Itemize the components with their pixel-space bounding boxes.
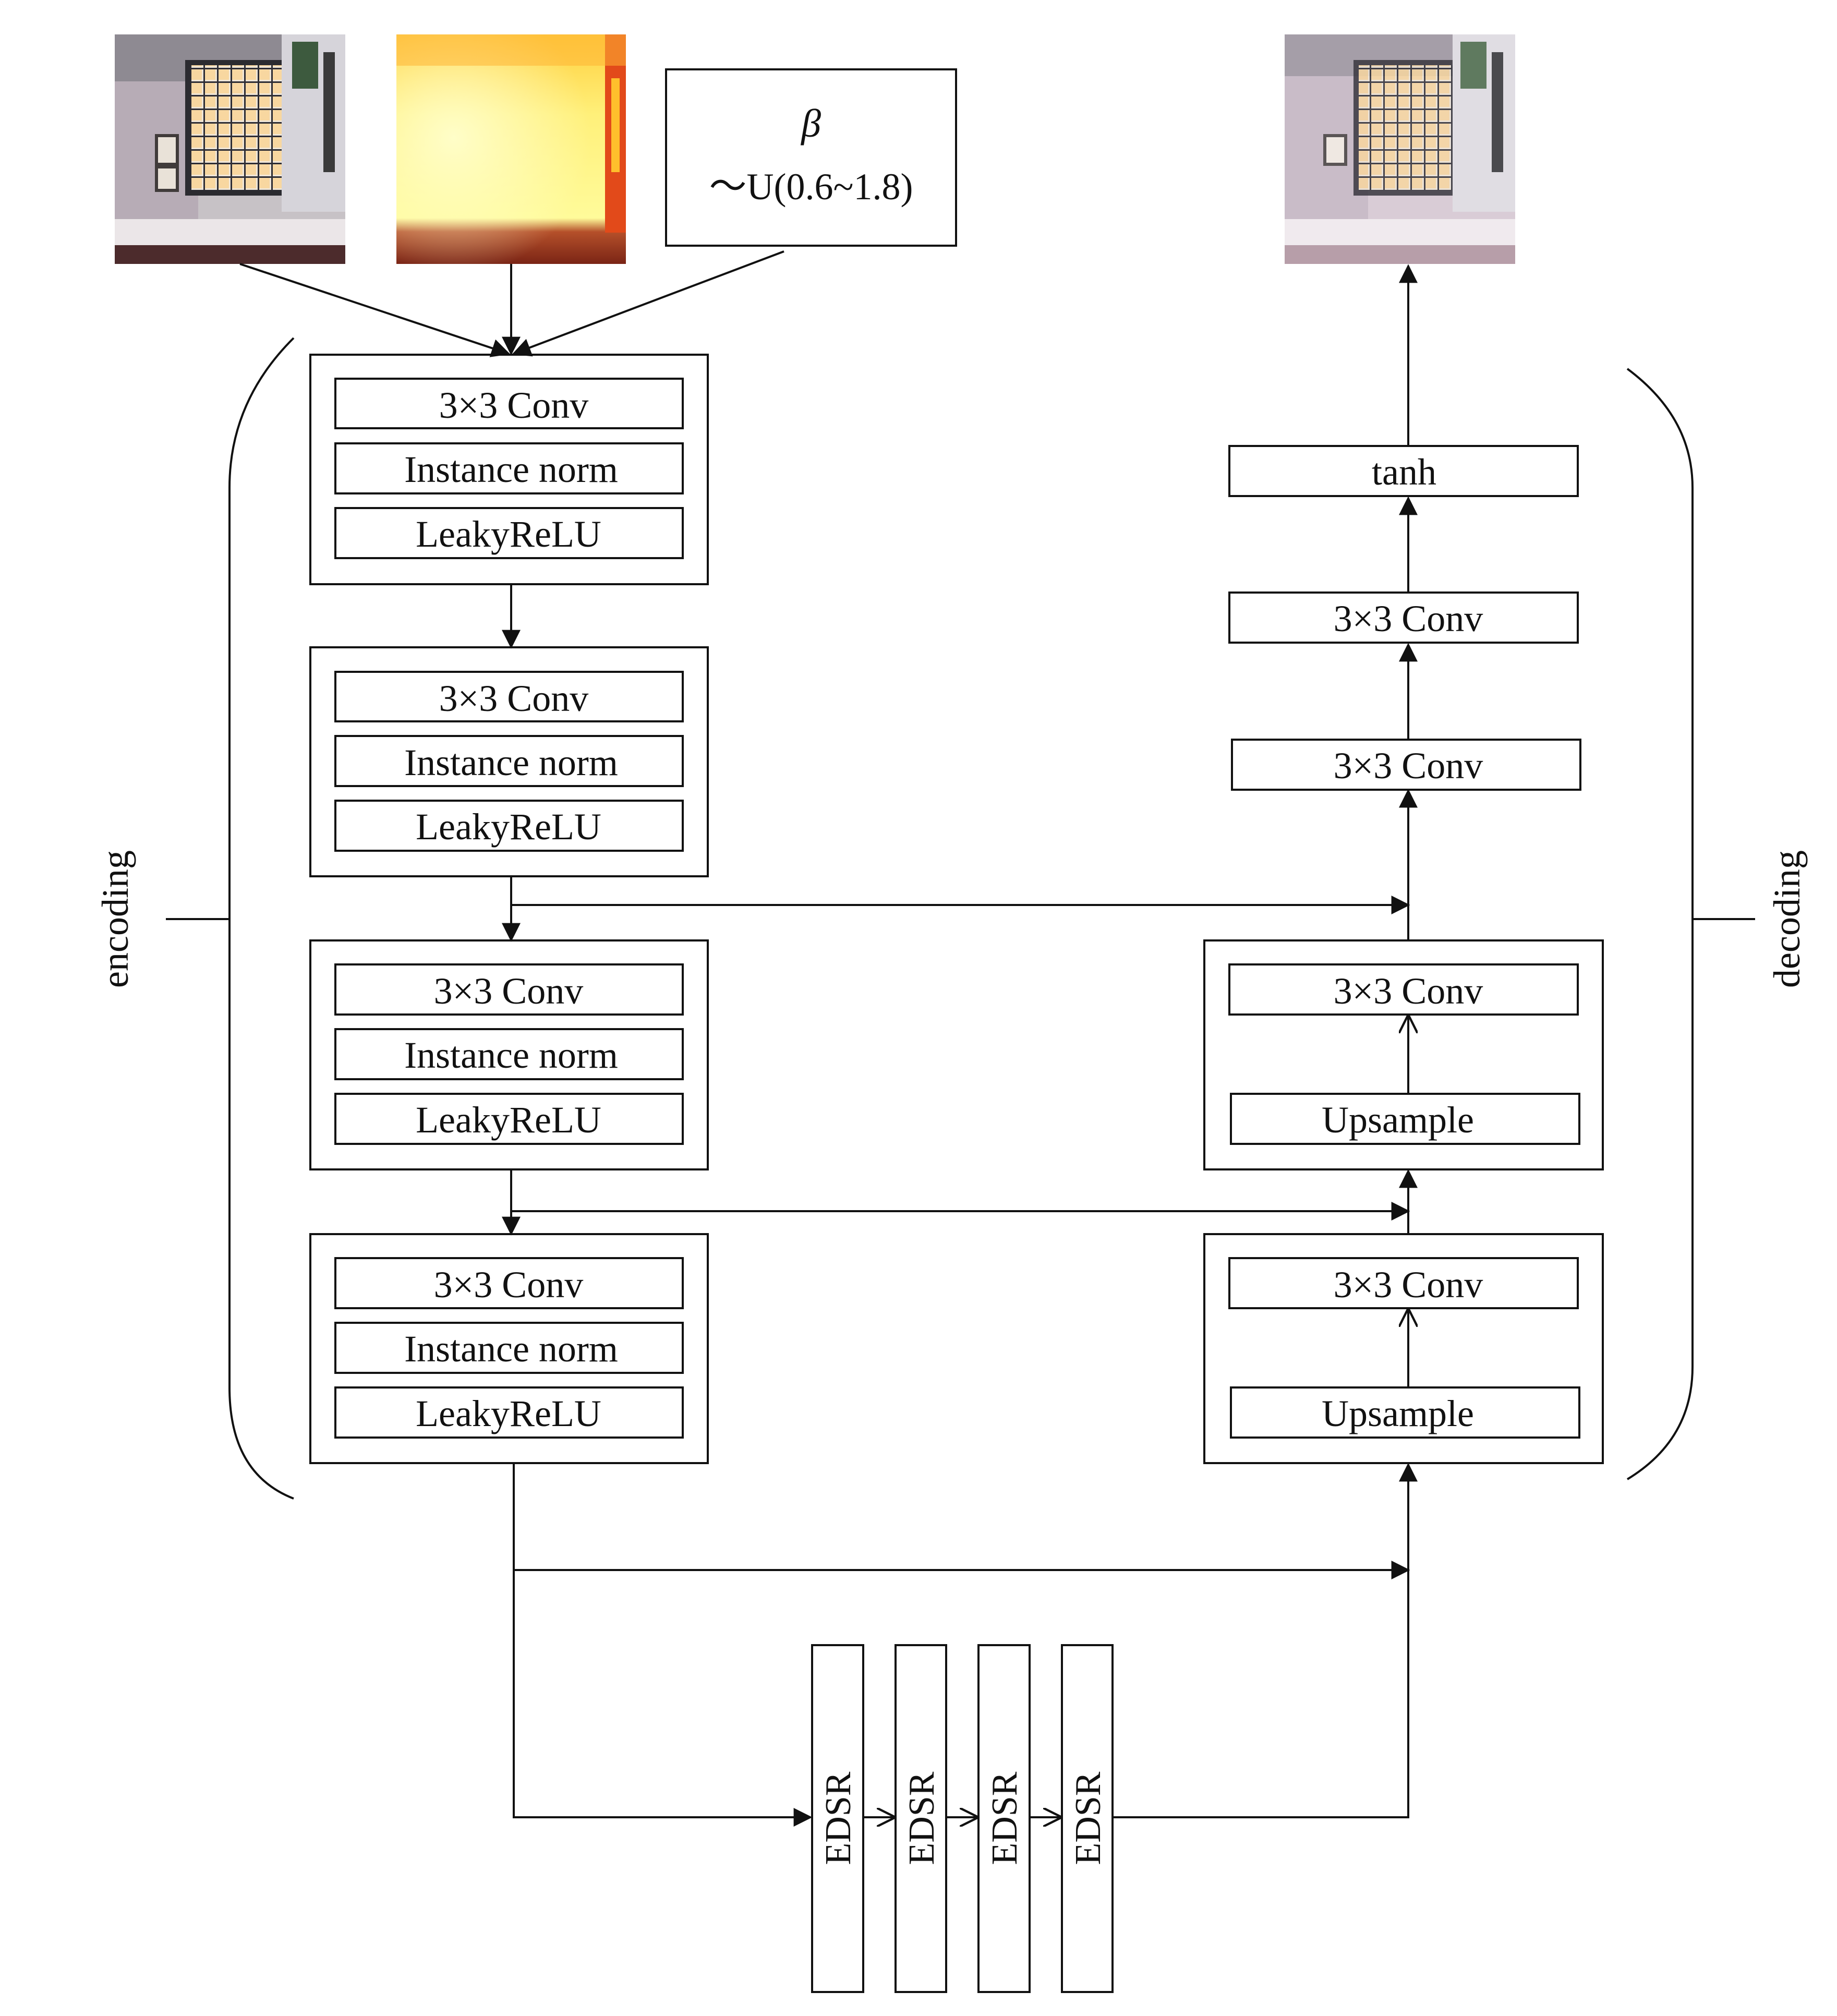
input-photo-icon [115, 34, 345, 264]
encoder-block-1-act: LeakyReLU [416, 513, 601, 555]
decoder-up-block-1-upsample: Upsample [1322, 1393, 1474, 1434]
encoder-block-4: 3×3 Conv Instance norm LeakyReLU [309, 1233, 709, 1464]
edsr-label-1: EDSR [818, 1771, 859, 1865]
encoding-label: encoding [94, 850, 136, 988]
input-connectors [239, 250, 784, 357]
encoding-brace [228, 337, 295, 1500]
edsr-label-4: EDSR [1068, 1771, 1108, 1865]
edsr-label-2: EDSR [902, 1771, 942, 1865]
encoder-block-2-act: LeakyReLU [416, 806, 601, 848]
encoder-block-2-norm: Instance norm [404, 742, 618, 783]
encoder-block-4-act: LeakyReLU [416, 1393, 601, 1434]
edsr-block-2: EDSR [895, 1644, 947, 1993]
decoder-up-block-1: 3×3 Conv Upsample [1203, 1233, 1604, 1464]
decoder-up-block-2: 3×3 Conv Upsample [1203, 939, 1604, 1170]
output-photo-icon [1285, 34, 1515, 264]
decoder-conv-2-label: 3×3 Conv [1334, 745, 1483, 787]
skip-connections [511, 896, 1410, 1579]
encoder-block-1: 3×3 Conv Instance norm LeakyReLU [309, 354, 709, 585]
decoding-brace [1626, 368, 1694, 1480]
decoder-up-block-1-conv: 3×3 Conv [1334, 1264, 1483, 1306]
bottleneck-input-arrow [513, 1570, 813, 1827]
decoder-conv-1-label: 3×3 Conv [1334, 598, 1483, 639]
edsr-block-4: EDSR [1061, 1644, 1114, 1993]
encoder: encoding 3×3 Conv Instance norm LeakyReL… [94, 337, 709, 1500]
edsr-block-1: EDSR [811, 1644, 864, 1993]
encoder-block-3-act: LeakyReLU [416, 1099, 601, 1141]
depth-map-icon [396, 34, 626, 264]
edsr-block-3: EDSR [977, 1644, 1031, 1993]
beta-symbol: β [800, 102, 821, 146]
beta-parameter-box: β ～U(0.6~1.8) [665, 68, 957, 247]
tanh-layer: tanh [1228, 445, 1579, 497]
encoder-block-1-conv: 3×3 Conv [439, 384, 589, 426]
edsr-label-3: EDSR [985, 1771, 1025, 1865]
decoder: decoding 3×3 Conv Upsample 3×3 Conv Upsa… [1203, 264, 1808, 1480]
encoder-block-2-conv: 3×3 Conv [439, 678, 589, 719]
encoder-block-4-conv: 3×3 Conv [434, 1264, 584, 1306]
decoder-conv-2: 3×3 Conv [1231, 739, 1581, 791]
encoder-block-4-norm: Instance norm [404, 1328, 618, 1370]
encoder-block-2: 3×3 Conv Instance norm LeakyReLU [309, 646, 709, 877]
encoder-block-3-conv: 3×3 Conv [434, 970, 584, 1012]
encoder-block-1-norm: Instance norm [404, 449, 618, 490]
decoding-label: decoding [1766, 850, 1808, 988]
bottleneck: EDSR EDSR EDSR EDSR [513, 1463, 1418, 1993]
encoder-block-3-norm: Instance norm [404, 1034, 618, 1076]
tanh-label: tanh [1372, 451, 1436, 493]
beta-distribution: ～U(0.6~1.8) [709, 166, 913, 208]
decoder-conv-1: 3×3 Conv [1228, 591, 1579, 644]
decoder-up-block-2-upsample: Upsample [1322, 1099, 1474, 1141]
bottleneck-output-arrow [1113, 1463, 1418, 1818]
decoder-up-block-2-conv: 3×3 Conv [1334, 970, 1483, 1012]
encoder-block-3: 3×3 Conv Instance norm LeakyReLU [309, 939, 709, 1170]
